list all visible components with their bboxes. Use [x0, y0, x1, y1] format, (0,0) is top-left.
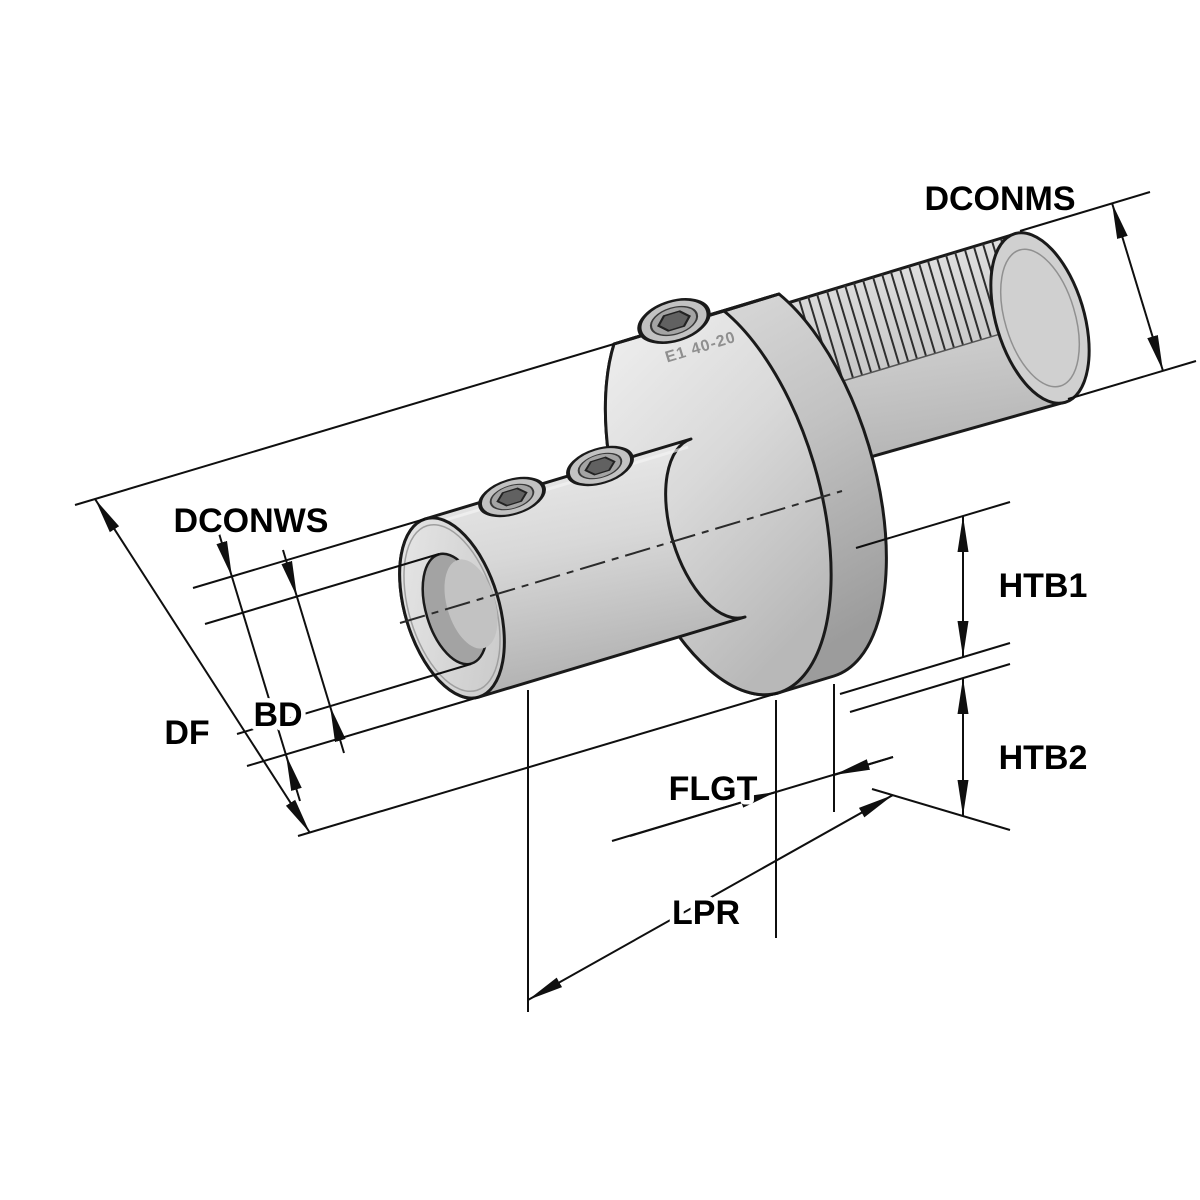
dim-label-dconms: DCONMS: [924, 180, 1075, 218]
ext-line-htb2-bottom: [871, 788, 1011, 831]
arrow-flgt-right: [833, 756, 894, 776]
dim-line-dconms: [1111, 202, 1164, 372]
ext-line-df-top: [74, 343, 615, 506]
dim-line-dconws: [296, 596, 331, 707]
shank-end-chamfer: [1000, 248, 1080, 388]
dimensions: [74, 191, 1197, 1012]
center-line: [399, 490, 843, 624]
dim-line-df: [94, 498, 311, 834]
ext-line-htb1-top: [855, 501, 1011, 549]
dim-label-df: DF: [164, 714, 209, 752]
serration-root-line: [815, 325, 1028, 390]
tool-holder-part: E1 40-20: [398, 231, 1091, 700]
arrow-dconws-top: [281, 549, 298, 598]
dim-line-bd: [231, 576, 287, 756]
arrow-dconws-bottom: [329, 705, 346, 754]
dim-label-dconws: DCONWS: [174, 502, 329, 540]
dimension-labels: DCONMS DCONWS BD DF HTB1 HTB2 FLGT LPR: [160, 176, 1092, 937]
dim-label-htb2: HTB2: [999, 739, 1088, 777]
body-highlight: [431, 445, 689, 526]
ext-line-df-bottom: [297, 692, 779, 837]
ext-line-htb1-bottom: [839, 642, 1011, 695]
dim-label-bd: BD: [253, 696, 302, 734]
dim-label-htb1: HTB1: [999, 567, 1088, 605]
dim-label-lpr: LPR: [672, 894, 740, 932]
dim-label-flgt: FLGT: [669, 770, 758, 808]
arrow-bd-bottom: [285, 754, 302, 802]
shank-end-face: [989, 231, 1091, 405]
ext-line-htb2-top: [849, 663, 1011, 713]
arrow-bd-top: [216, 529, 233, 578]
dim-line-lpr: [527, 794, 894, 1001]
ext-line-dconms-top: [1019, 191, 1151, 232]
flange-flat-edge: [723, 292, 780, 313]
arrow-flgt-left: [629, 791, 777, 837]
ext-line-dconms-bottom: [1067, 360, 1197, 400]
bore-inner-wall: [444, 559, 498, 649]
